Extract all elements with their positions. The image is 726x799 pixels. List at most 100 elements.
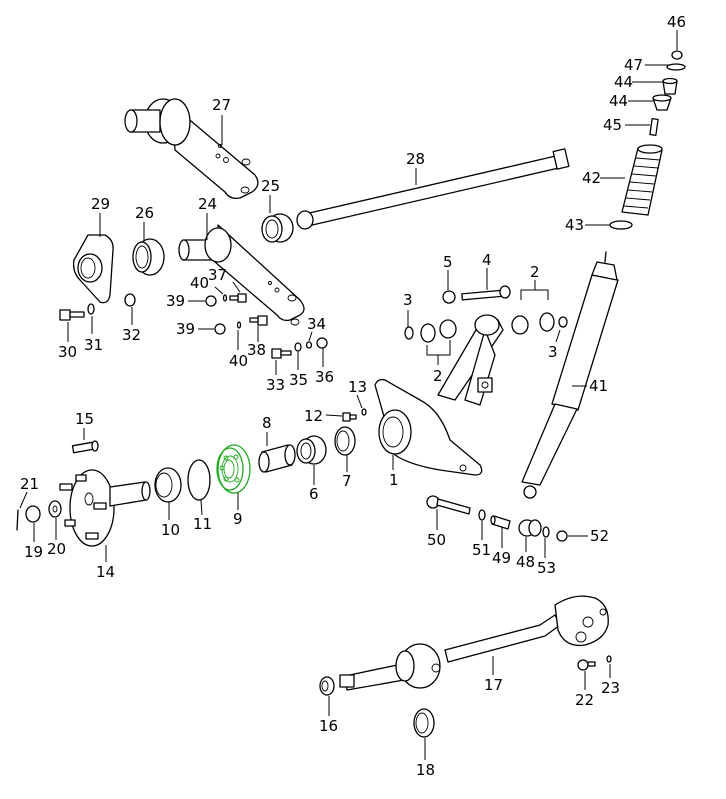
part-33-bolt[interactable]: [271, 348, 292, 359]
part-37-screw[interactable]: [229, 293, 247, 303]
part-46-nut[interactable]: [671, 50, 683, 60]
part-40-lock-washer-a[interactable]: [222, 294, 228, 302]
part-41-shock-absorber[interactable]: [521, 251, 619, 499]
label-12[interactable]: 12: [304, 407, 323, 425]
part-30-bolt[interactable]: [59, 309, 85, 321]
part-50-bolt[interactable]: [426, 495, 471, 515]
part-44-rubber-bushing-a[interactable]: [662, 77, 678, 95]
label-43[interactable]: 43: [565, 216, 584, 234]
label-18[interactable]: 18: [416, 761, 435, 779]
part-44-rubber-bushing-b[interactable]: [652, 94, 672, 111]
label-31[interactable]: 31: [84, 336, 103, 354]
label-23[interactable]: 23: [601, 679, 620, 697]
label-36[interactable]: 36: [315, 368, 334, 386]
label-25[interactable]: 25: [261, 177, 280, 195]
label-46[interactable]: 46: [667, 13, 686, 31]
label-41[interactable]: 41: [589, 377, 608, 395]
label-24[interactable]: 24: [198, 195, 217, 213]
part-1-trailing-arm[interactable]: [374, 314, 504, 476]
part-49-sleeve[interactable]: [490, 515, 511, 530]
part-15-wheel-stud[interactable]: [71, 440, 99, 454]
part-43-washer[interactable]: [609, 220, 633, 230]
part-11-o-ring[interactable]: [187, 459, 211, 501]
label-53[interactable]: 53: [537, 559, 556, 577]
label-32[interactable]: 32: [122, 326, 141, 344]
label-38[interactable]: 38: [247, 341, 266, 359]
part-32-nut[interactable]: [124, 293, 136, 307]
part-38-screw[interactable]: [249, 315, 268, 326]
part-35-washer[interactable]: [294, 342, 302, 352]
label-45[interactable]: 45: [603, 116, 622, 134]
part-17-drive-shaft[interactable]: [339, 595, 609, 691]
part-23-lock-washer[interactable]: [606, 655, 612, 663]
label-19[interactable]: 19: [24, 543, 43, 561]
label-39a[interactable]: 39: [166, 292, 185, 310]
part-14-wheel-hub[interactable]: [59, 469, 151, 547]
label-2b[interactable]: 2: [433, 367, 443, 385]
part-18-seal[interactable]: [413, 708, 435, 738]
part-45-sleeve[interactable]: [649, 118, 659, 136]
part-27-spring-plate[interactable]: [124, 98, 259, 200]
label-47[interactable]: 47: [624, 56, 643, 74]
part-5-nut[interactable]: [442, 290, 456, 304]
label-20[interactable]: 20: [47, 540, 66, 558]
label-33[interactable]: 33: [266, 376, 285, 394]
part-19-castle-nut[interactable]: [25, 505, 41, 523]
label-14[interactable]: 14: [96, 563, 115, 581]
label-9[interactable]: 9: [233, 510, 243, 528]
label-2a[interactable]: 2: [530, 263, 540, 281]
part-13-lock-washer[interactable]: [361, 408, 367, 416]
label-42[interactable]: 42: [582, 169, 601, 187]
label-37[interactable]: 37: [208, 266, 227, 284]
label-44b[interactable]: 44: [609, 92, 628, 110]
part-22-socket-screw[interactable]: [577, 659, 596, 671]
label-7[interactable]: 7: [342, 472, 352, 490]
part-36-nut[interactable]: [316, 337, 328, 349]
label-27[interactable]: 27: [212, 96, 231, 114]
part-20-washer[interactable]: [48, 500, 62, 518]
part-40-lock-washer-b[interactable]: [236, 321, 242, 329]
part-34-lock-washer[interactable]: [305, 341, 313, 349]
label-48[interactable]: 48: [516, 553, 535, 571]
label-5[interactable]: 5: [443, 253, 453, 271]
part-29-cover[interactable]: [72, 234, 114, 304]
part-2-bushing-set-a[interactable]: [420, 319, 457, 343]
label-1[interactable]: 1: [389, 471, 399, 489]
label-40a[interactable]: 40: [190, 274, 209, 292]
part-7-seal[interactable]: [334, 426, 356, 456]
part-42-bump-stop[interactable]: [621, 144, 663, 216]
label-4[interactable]: 4: [482, 251, 492, 269]
part-8-spacer-sleeve[interactable]: [258, 444, 296, 473]
part-21-cotter-pin[interactable]: [16, 509, 19, 531]
label-34[interactable]: 34: [307, 315, 326, 333]
label-40b[interactable]: 40: [229, 352, 248, 370]
label-6[interactable]: 6: [309, 485, 319, 503]
part-31-washer[interactable]: [87, 303, 95, 315]
part-28-torsion-bar[interactable]: [296, 148, 570, 230]
label-3b[interactable]: 3: [548, 343, 558, 361]
label-49[interactable]: 49: [492, 549, 511, 567]
label-39b[interactable]: 39: [176, 320, 195, 338]
part-16-seal[interactable]: [319, 676, 335, 696]
part-10-seal[interactable]: [154, 467, 182, 503]
part-51-washer[interactable]: [478, 509, 486, 521]
label-29[interactable]: 29: [91, 195, 110, 213]
label-26[interactable]: 26: [135, 204, 154, 222]
label-15[interactable]: 15: [75, 410, 94, 428]
label-8[interactable]: 8: [262, 414, 272, 432]
part-26-rubber-bushing[interactable]: [132, 238, 165, 276]
part-9-ball-bearing-highlighted[interactable]: [216, 444, 251, 494]
part-48-bushing[interactable]: [518, 519, 542, 537]
label-51[interactable]: 51: [472, 541, 491, 559]
label-3a[interactable]: 3: [403, 291, 413, 309]
part-6-bearing[interactable]: [296, 435, 327, 465]
part-3-washer-b[interactable]: [558, 316, 568, 328]
label-35[interactable]: 35: [289, 371, 308, 389]
part-3-washer-a[interactable]: [404, 326, 414, 340]
label-52[interactable]: 52: [590, 527, 609, 545]
label-17[interactable]: 17: [484, 676, 503, 694]
label-10[interactable]: 10: [161, 521, 180, 539]
part-2-bushing-set-b[interactable]: [511, 312, 555, 335]
part-25-bushing[interactable]: [261, 213, 294, 243]
label-11[interactable]: 11: [193, 515, 212, 533]
